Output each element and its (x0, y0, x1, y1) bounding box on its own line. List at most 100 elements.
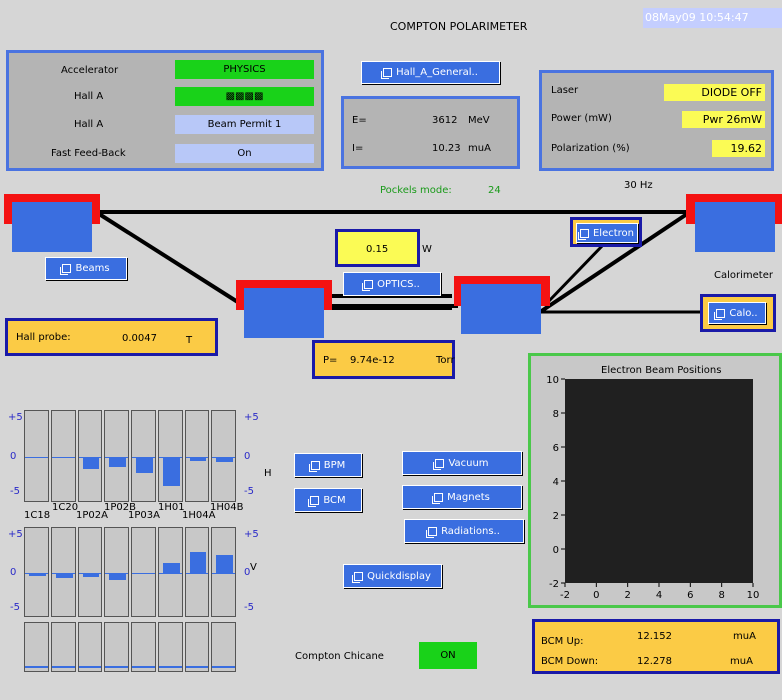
bpm-name-1h01: 1H01 (158, 502, 185, 513)
bpm-zero-line (185, 573, 209, 574)
bcm-down-unit: muA (730, 656, 753, 667)
bpm-column (104, 622, 129, 672)
x-tick-label: 2 (624, 590, 630, 601)
accelerator-label: Accelerator (61, 65, 119, 76)
timestamp: 08May09 10:54:47 (643, 8, 782, 28)
current-label: I= (352, 143, 364, 154)
bpm-column (50, 410, 76, 502)
h-plane-label: H (264, 468, 272, 479)
magnets-button[interactable]: Magnets (402, 485, 522, 509)
window-icon (308, 460, 320, 472)
laser-power-unit: W (422, 244, 432, 255)
window-icon (714, 308, 726, 320)
bpm-baseline (212, 666, 235, 668)
pressure-label: P= (323, 355, 338, 366)
h-axis-right-zero: 0 (244, 451, 251, 462)
bcm-up-unit: muA (733, 631, 756, 642)
v-axis-right-zero: 0 (244, 567, 251, 578)
electron-button-frame: Electron (570, 217, 642, 247)
x-tick-label: 8 (718, 590, 724, 601)
y-tick-label: 0 (553, 545, 559, 556)
chicane-status: ON (419, 642, 477, 669)
laser-panel: Laser DIODE OFF Power (mW) Pwr 26mW Pola… (539, 70, 774, 171)
bpm-bar (216, 555, 233, 573)
bpm-bar (136, 573, 153, 574)
bpm-name-1p03a: 1P03A (128, 510, 160, 521)
bpm-name-1c18: 1C18 (24, 510, 51, 521)
optics-button[interactable]: OPTICS.. (343, 272, 441, 296)
hall-a-status: ▩▩▩▩ (175, 87, 314, 106)
hall-a-general-button[interactable]: Hall_A_General.. (361, 61, 500, 84)
bpm-bar (189, 552, 207, 573)
dipole-1 (12, 202, 92, 252)
window-icon (381, 68, 393, 79)
beam-permit-status: Beam Permit 1 (175, 115, 314, 134)
bpm-column (24, 622, 49, 672)
bpm-button[interactable]: BPM (294, 453, 362, 477)
accelerator-status: PHYSICS (175, 60, 314, 79)
bpm-bar (136, 457, 153, 473)
magnets-label: Magnets (447, 491, 490, 503)
calorimeter-button[interactable]: Calo.. (708, 302, 766, 324)
electron-label: Electron (592, 227, 634, 239)
bpm-column (77, 622, 103, 672)
vacuum-button[interactable]: Vacuum (402, 451, 522, 475)
y-tick-label: 2 (553, 511, 559, 522)
bpm-baseline (105, 666, 128, 668)
bpm-column (77, 410, 103, 502)
dipole-3 (461, 284, 541, 334)
x-tick-label: 6 (687, 590, 693, 601)
radiations-button[interactable]: Radiations.. (404, 519, 524, 543)
bpm-column (157, 622, 183, 672)
bpm-zero-line (25, 457, 48, 458)
bpm-zero-line (212, 573, 235, 574)
h-axis-zero: 0 (10, 451, 17, 462)
y-tick-label: 4 (553, 477, 559, 488)
beams-button[interactable]: Beams (45, 257, 127, 280)
bpm-bar (109, 457, 126, 468)
bpm-horizontal-display (24, 410, 238, 502)
bpm-column (131, 622, 156, 672)
electron-button[interactable]: Electron (576, 223, 638, 243)
bcm-button[interactable]: BCM (294, 488, 362, 512)
chart-plot-area (565, 379, 753, 583)
window-icon (432, 492, 444, 504)
bpm-baseline (51, 666, 75, 668)
bpm-zero-line (158, 573, 182, 574)
window-icon (433, 458, 445, 470)
bcm-up-label: BCM Up: (541, 636, 584, 647)
power-value: Pwr 26mW (682, 111, 765, 128)
bpm-column (104, 527, 129, 617)
bpm-baseline (132, 666, 155, 668)
laser-label: Laser (551, 85, 579, 96)
bpm-column (50, 527, 76, 617)
hall-probe-label: Hall probe: (16, 332, 71, 343)
page-title: COMPTON POLARIMETER (390, 20, 528, 33)
calorimeter-button-frame: Calo.. (700, 294, 776, 332)
window-icon (352, 571, 364, 583)
calorimeter-label: Calorimeter (714, 270, 773, 281)
bpm-name-1h04b: 1H04B (210, 502, 244, 513)
bpm-column (157, 410, 183, 502)
window-icon (426, 526, 438, 538)
bpm-bar (162, 457, 180, 487)
laser-status: DIODE OFF (664, 84, 765, 101)
bpm-vertical-display (24, 527, 238, 617)
bcm-label: BCM (323, 494, 346, 506)
bpm-bar (82, 457, 100, 469)
bpm-column (131, 410, 156, 502)
energy-unit: MeV (468, 115, 490, 126)
v-axis-right-plus5: +5 (244, 529, 259, 540)
window-icon (362, 279, 374, 291)
x-tick-label: -2 (560, 590, 570, 601)
bpm-column (157, 527, 183, 617)
quickdisplay-button[interactable]: Quickdisplay (343, 564, 442, 588)
energy-value: 3612 (432, 115, 458, 126)
y-tick-label: 6 (553, 443, 559, 454)
hall-a-permit-label: Hall A (74, 119, 104, 130)
bpm-column (211, 410, 236, 502)
chart-title: Electron Beam Positions (601, 365, 722, 376)
y-tick-label: 10 (546, 375, 559, 386)
pockels-label: Pockels mode: (380, 185, 452, 196)
